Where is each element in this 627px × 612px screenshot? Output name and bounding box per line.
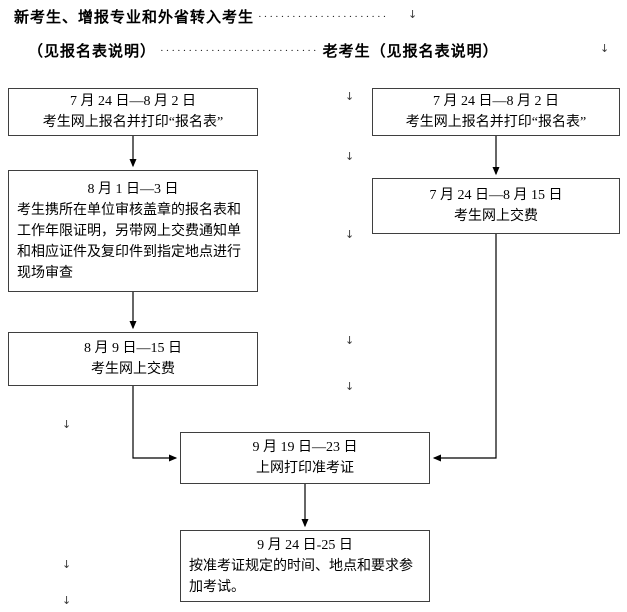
subtitle-see-form-note: （见报名表说明） <box>28 44 157 60</box>
flow-box-right-register: 7 月 24 日—8 月 2 日 考生网上报名并打印“报名表” <box>372 88 620 136</box>
box-line: 现场审查 <box>17 265 73 281</box>
box-date: 7 月 24 日—8 月 15 日 <box>429 188 563 203</box>
box-date: 7 月 24 日—8 月 2 日 <box>433 94 559 109</box>
flow-box-take-exam: 9 月 24 日-25 日 按准考证规定的时间、地点和要求参 加考试。 <box>180 530 430 602</box>
line-break-mark: ↓ <box>345 150 355 163</box>
header-row-2: （见报名表说明） ···························· 老考… <box>28 40 499 61</box>
box-line: 考生网上交费 <box>454 209 538 224</box>
flow-box-right-pay-online: 7 月 24 日—8 月 15 日 考生网上交费 <box>372 178 620 234</box>
box-date: 8 月 9 日—15 日 <box>84 341 182 356</box>
box-line: 考生网上报名并打印“报名表” <box>42 115 224 130</box>
box-line: 工作年限证明，另带网上交费通知单 <box>17 223 241 239</box>
box-date: 7 月 24 日—8 月 2 日 <box>70 94 196 109</box>
box-line: 加考试。 <box>189 579 245 595</box>
flow-box-left-pay-online: 8 月 9 日—15 日 考生网上交费 <box>8 332 258 386</box>
arrow-right-to-merge <box>432 234 497 462</box>
line-break-mark: ↓ <box>345 228 355 241</box>
flow-box-print-admission-ticket: 9 月 19 日—23 日 上网打印准考证 <box>180 432 430 484</box>
leader-dots-2: ···························· <box>160 45 319 57</box>
box-date: 8 月 1 日—3 日 <box>87 181 179 197</box>
box-line: 上网打印准考证 <box>256 461 354 476</box>
box-date: 9 月 19 日—23 日 <box>252 440 358 455</box>
header-row-1: 新考生、增报专业和外省转入考生 ······················· <box>14 6 388 27</box>
flow-box-left-register: 7 月 24 日—8 月 2 日 考生网上报名并打印“报名表” <box>8 88 258 136</box>
arrow-left-to-merge <box>132 386 178 462</box>
title-old-candidates: 老考生（见报名表说明） <box>322 44 499 60</box>
line-break-mark: ↓ <box>345 90 355 103</box>
box-line: 考生网上交费 <box>91 362 175 377</box>
box-line: 按准考证规定的时间、地点和要求参 <box>189 558 413 574</box>
line-break-mark: ↓ <box>345 334 355 347</box>
title-new-candidates: 新考生、增报专业和外省转入考生 <box>14 10 255 26</box>
line-break-mark: ↓ <box>62 558 72 571</box>
flow-box-left-onsite-review: 8 月 1 日—3 日 考生携所在单位审核盖章的报名表和 工作年限证明，另带网上… <box>8 170 258 292</box>
box-line: 考生网上报名并打印“报名表” <box>405 115 587 130</box>
line-break-mark: ↓ <box>62 594 72 607</box>
box-line: 考生携所在单位审核盖章的报名表和 <box>17 202 241 218</box>
line-break-mark: ↓ <box>345 380 355 393</box>
box-line: 和相应证件及复印件到指定地点进行 <box>17 244 241 260</box>
line-break-mark: ↓ <box>408 8 418 21</box>
leader-dots-1: ······················· <box>258 11 389 23</box>
box-date: 9 月 24 日-25 日 <box>257 537 353 553</box>
line-break-mark: ↓ <box>600 42 610 55</box>
line-break-mark: ↓ <box>62 418 72 431</box>
